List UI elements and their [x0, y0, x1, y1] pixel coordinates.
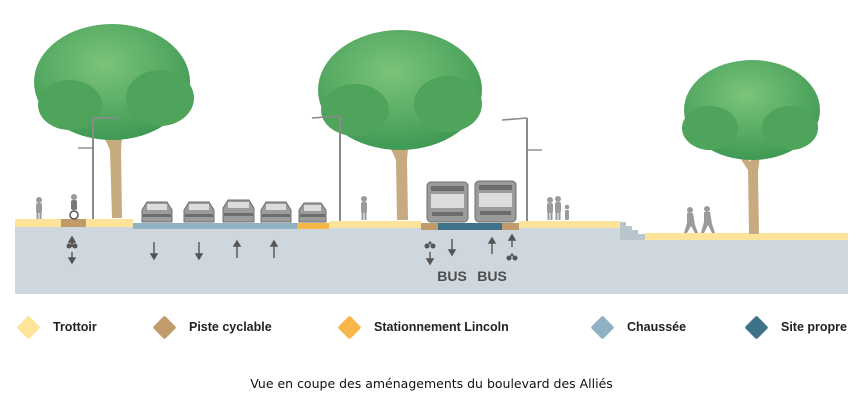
legend-item-chaussee: Chaussée: [590, 314, 687, 340]
bus-icon: [474, 180, 517, 223]
bus-lane: [438, 223, 502, 230]
street-cross-section: BUS BUS: [15, 24, 848, 294]
bike-symbol-icon: [424, 241, 436, 249]
parking-lincoln: [297, 223, 329, 229]
legend-swatch: [590, 314, 615, 340]
arrow-down-icon: [425, 252, 435, 266]
car-icon: [222, 199, 255, 223]
legend-swatch: [16, 314, 41, 340]
median-sidewalk: [329, 221, 421, 228]
tree-icon: [318, 30, 482, 220]
lamp-post-icon: [501, 117, 542, 221]
arrow-down-icon: [194, 242, 204, 261]
bike-symbol-icon: [66, 241, 78, 249]
legend-item-piste-cyclable: Piste cyclable: [152, 314, 272, 340]
legend-item-stationnement: Stationnement Lincoln: [337, 314, 509, 340]
legend-swatch: [337, 314, 362, 340]
legend-label: Chaussée: [627, 320, 687, 334]
arrow-down-icon: [149, 242, 159, 261]
bike-lane-center-right: [502, 223, 519, 230]
arrow-up-icon: [269, 239, 279, 258]
legend-swatch: [744, 314, 769, 340]
steps: [620, 222, 645, 240]
bus-lane-label: BUS: [477, 268, 507, 284]
car-icon: [298, 202, 327, 223]
roadway-left: [133, 223, 297, 229]
sidewalk-far-right: [645, 233, 848, 240]
bike-lane-left: [61, 219, 86, 227]
tree-icon: [682, 60, 820, 234]
legend-item-site-propre: Site propre: [744, 314, 847, 340]
arrow-up-icon: [232, 239, 242, 258]
arrow-down-icon: [67, 252, 77, 265]
car-icon: [141, 201, 173, 223]
pedestrian-icon: [36, 197, 42, 219]
sidewalk-left-2: [86, 219, 133, 227]
car-icon: [260, 201, 292, 223]
lamp-post-icon: [311, 115, 341, 221]
sidewalk-left: [15, 219, 61, 227]
pedestrian-icon: [684, 206, 715, 233]
arrow-down-icon: [447, 239, 457, 257]
car-icon: [183, 201, 215, 223]
cyclist-icon: [69, 194, 79, 220]
pedestrian-icon: [547, 196, 570, 220]
lamp-post-icon: [78, 117, 118, 219]
bus-icon: [426, 181, 469, 223]
pedestrian-icon: [361, 196, 367, 220]
legend-item-trottoir: Trottoir: [16, 314, 97, 340]
arrow-up-icon: [487, 236, 497, 254]
bike-lane-center-left: [421, 223, 438, 230]
legend-swatch: [152, 314, 177, 340]
sidewalk-right: [519, 221, 620, 228]
bike-symbol-icon: [506, 253, 518, 261]
bus-lane-label: BUS: [437, 268, 467, 284]
legend-label: Site propre: [781, 320, 847, 334]
legend-label: Trottoir: [53, 320, 97, 334]
legend-label: Piste cyclable: [189, 320, 272, 334]
legend-label: Stationnement Lincoln: [374, 320, 509, 334]
tree-icon: [34, 24, 194, 218]
figure-caption: Vue en coupe des aménagements du bouleva…: [250, 376, 613, 391]
arrow-up-icon: [507, 233, 517, 247]
